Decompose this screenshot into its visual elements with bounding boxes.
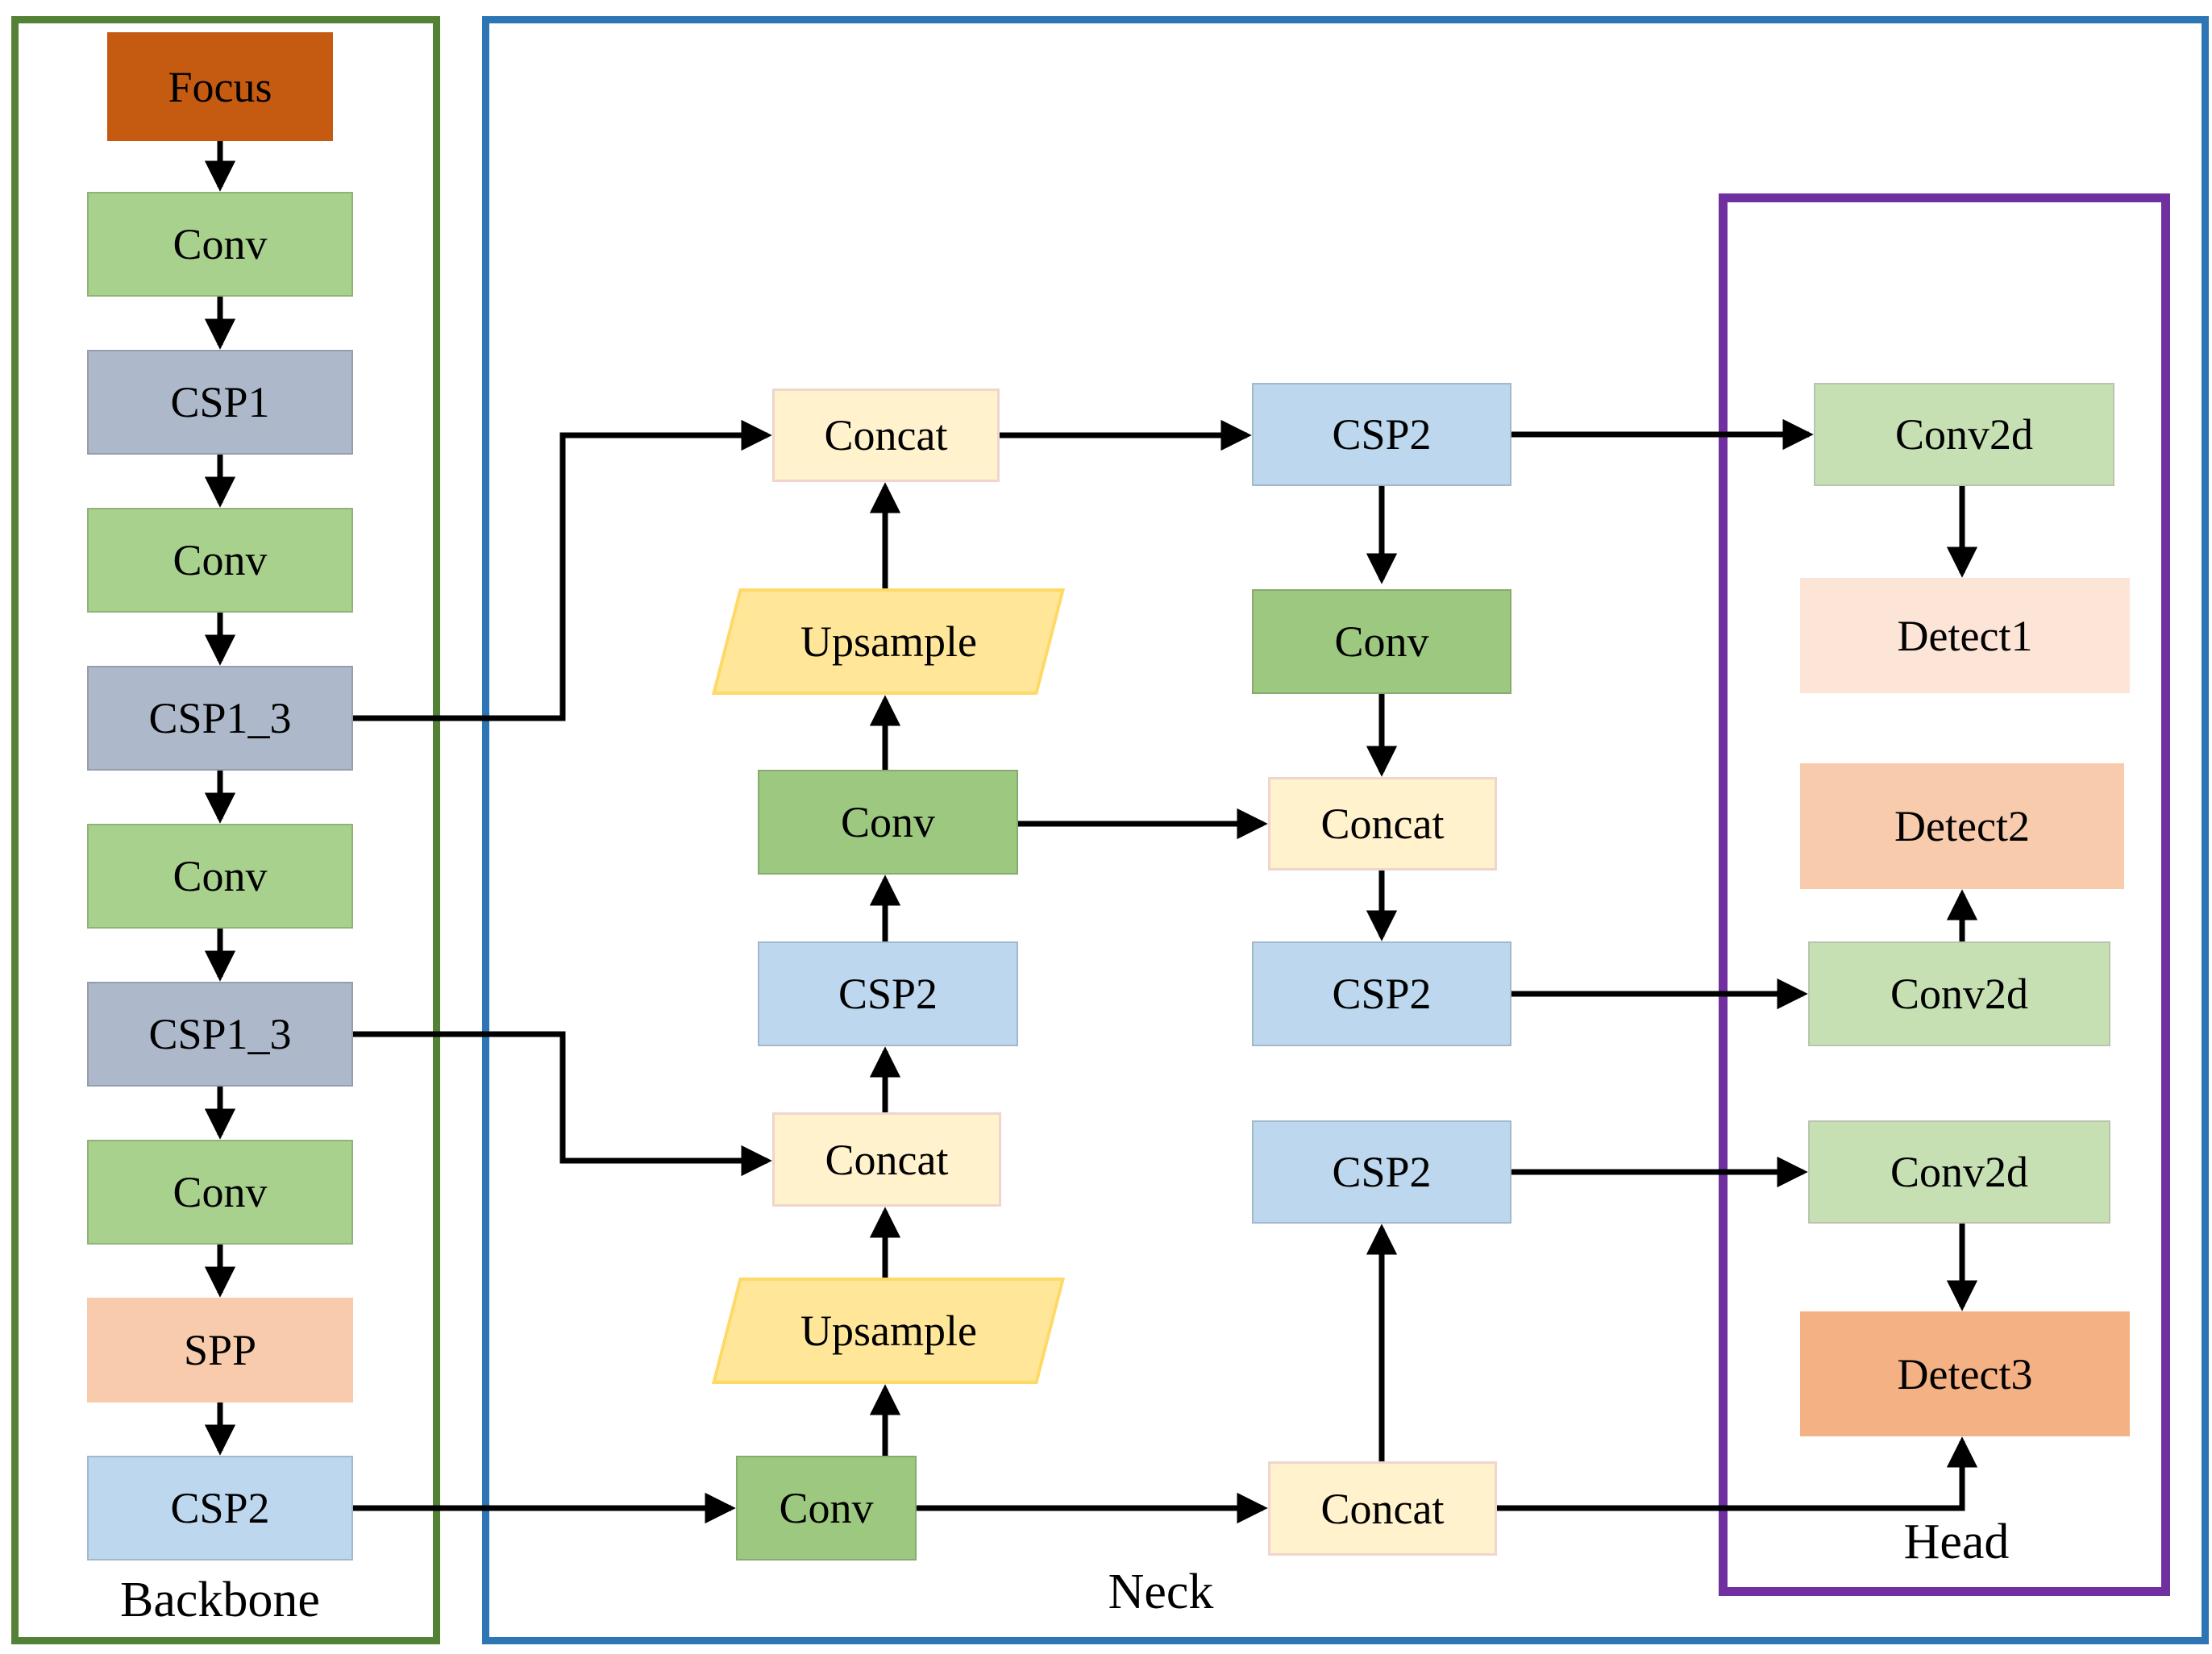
- node-spp: SPP: [87, 1298, 353, 1403]
- node-conv-neck-mid: Conv: [758, 770, 1018, 875]
- node-conv-backbone-2: Conv: [87, 508, 353, 613]
- node-detect3: Detect3: [1800, 1311, 2130, 1436]
- backbone-section-frame: [11, 16, 440, 1644]
- node-conv2d-3: Conv2d: [1808, 1120, 2110, 1224]
- node-upsample-bottom: Upsample: [712, 1278, 1066, 1384]
- neck-section-frame: [482, 16, 2209, 1644]
- node-conv2d-2: Conv2d: [1808, 941, 2110, 1046]
- node-conv-backbone-3: Conv: [87, 824, 353, 929]
- node-csp2-right-top: CSP2: [1252, 383, 1511, 486]
- node-conv-right: Conv: [1252, 589, 1511, 694]
- head-section-frame: [1719, 193, 2170, 1596]
- node-csp2-right-mid: CSP2: [1252, 941, 1511, 1046]
- node-detect1: Detect1: [1800, 578, 2130, 693]
- backbone-section-label: Backbone: [120, 1573, 320, 1627]
- node-csp2-right-low: CSP2: [1252, 1120, 1511, 1224]
- node-csp1-3-b: CSP1_3: [87, 982, 353, 1087]
- node-csp2-neck-mid: CSP2: [758, 941, 1018, 1046]
- node-conv-backbone-4: Conv: [87, 1140, 353, 1245]
- node-conv2d-1: Conv2d: [1814, 383, 2114, 486]
- neck-section-label: Neck: [1108, 1565, 1214, 1619]
- node-concat-right: Concat: [1268, 777, 1497, 871]
- node-csp2-backbone: CSP2: [87, 1456, 353, 1560]
- node-conv-neck-bottom: Conv: [736, 1456, 917, 1560]
- node-csp1-3-a: CSP1_3: [87, 666, 353, 771]
- node-detect2: Detect2: [1800, 763, 2124, 889]
- node-focus: Focus: [107, 32, 333, 141]
- node-conv-backbone-1: Conv: [87, 192, 353, 297]
- node-csp1: CSP1: [87, 350, 353, 455]
- node-concat-mid: Concat: [772, 1112, 1001, 1207]
- node-concat-bottom: Concat: [1268, 1461, 1497, 1556]
- head-section-label: Head: [1903, 1515, 2010, 1569]
- node-concat-top: Concat: [772, 389, 1000, 482]
- node-upsample-top: Upsample: [712, 588, 1066, 695]
